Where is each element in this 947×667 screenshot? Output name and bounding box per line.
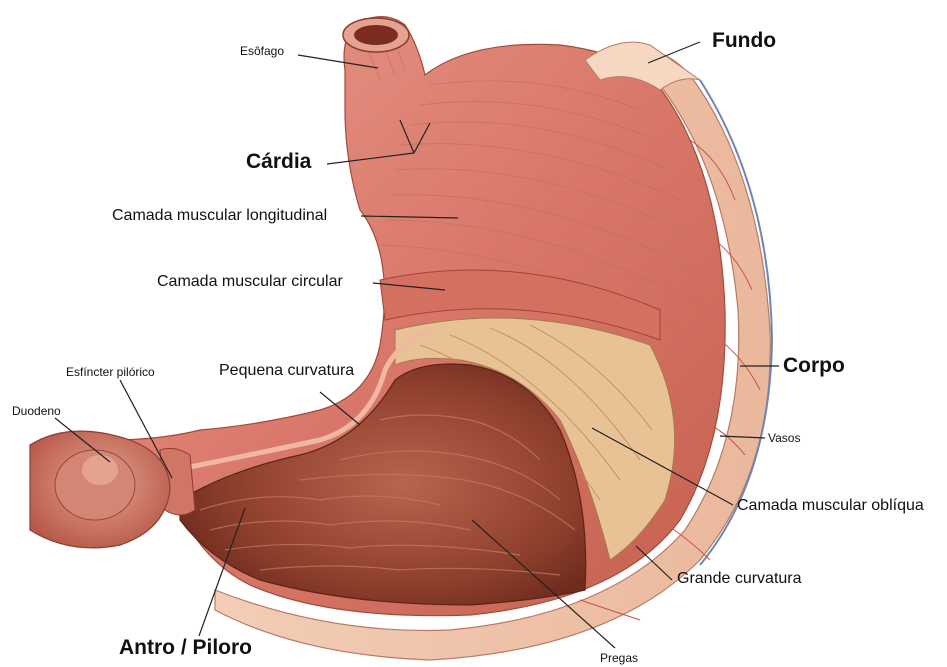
label-vasos: Vasos	[768, 432, 800, 444]
esophagus-lumen	[354, 25, 398, 45]
label-pequena: Pequena curvatura	[219, 363, 354, 379]
duodenum-opening	[82, 455, 118, 485]
label-corpo: Corpo	[783, 355, 845, 376]
label-pregas: Pregas	[600, 652, 638, 664]
label-fundo: Fundo	[712, 30, 776, 51]
label-longitudinal: Camada muscular longitudinal	[112, 208, 327, 224]
label-esofago: Esôfago	[240, 45, 284, 57]
label-grande: Grande curvatura	[677, 571, 802, 587]
label-obliqua: Camada muscular oblíqua	[737, 498, 924, 514]
label-duodeno: Duodeno	[12, 405, 61, 417]
label-esfincter: Esfíncter pilórico	[66, 366, 155, 378]
label-circular: Camada muscular circular	[157, 274, 343, 290]
label-cardia: Cárdia	[246, 151, 311, 172]
label-antro: Antro / Piloro	[119, 637, 252, 658]
